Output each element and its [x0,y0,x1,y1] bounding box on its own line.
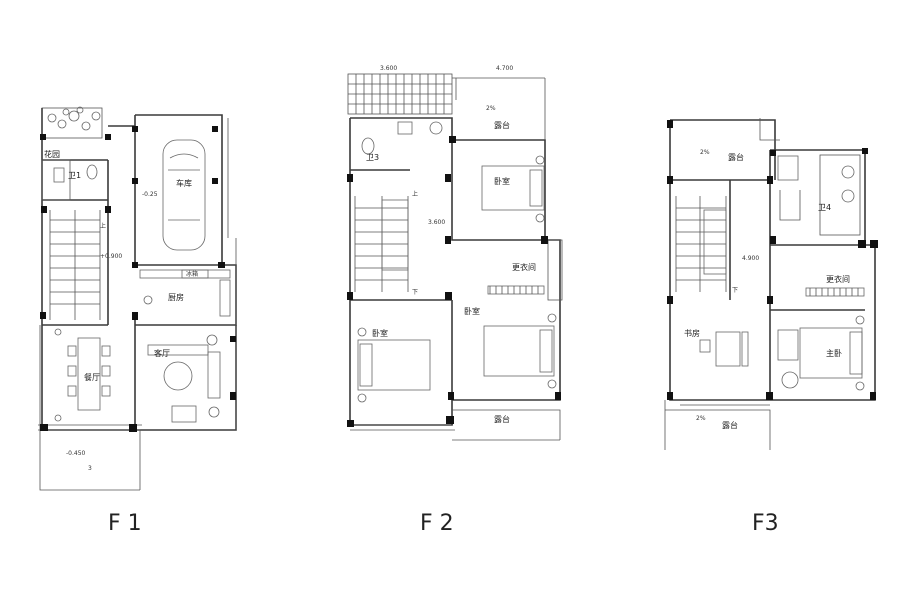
f2-walls [349,77,563,441]
room-label-living: 客厅 [154,348,170,358]
room-label-bath-1: 卫1 [68,171,81,180]
level-mark: 4.900 [742,255,759,262]
level-mark-entry: -0.450 [66,450,86,457]
f2-closet-rail [487,285,545,295]
room-label-terrace-bottom: 露台 [722,420,738,430]
f2-bed-left [357,327,431,403]
living-furniture [147,334,221,423]
garage-car [162,139,206,251]
room-label-garage: 车库 [176,178,192,188]
floor-plan-f3: 露台 卫4 更衣间 书房 主卧 露台 2% 2% 4.900 下 F3 [664,118,878,536]
garden-planting [41,106,103,139]
room-label-closet: 更衣间 [826,274,850,284]
floor-plan-f2: 卫3 露台 卧室 更衣间 卧室 卧室 露台 3.600 4.700 3.600 … [347,65,563,536]
room-label-bedroom-right: 卧室 [464,306,480,316]
floor-label-f3: F3 [752,511,779,536]
room-label-bedroom-top: 卧室 [494,176,510,186]
slope-mark-top: 2% [700,149,710,156]
f3-closet-rail [805,287,865,297]
f2-bed-right [483,313,557,389]
f2-bath-fixtures [361,121,443,155]
f3-stair [675,196,727,292]
f2-roof-tiles [347,73,453,115]
level-mark-stair: +0.900 [100,253,122,260]
f3-walls [664,118,876,450]
room-label-terrace-top: 露台 [728,152,744,162]
f2-bed-top [481,155,545,223]
f3-study-desk [699,331,749,367]
floor-label-f1: F 1 [108,511,142,536]
dining-table [54,328,111,422]
f3-columns [667,120,878,400]
door-mark: 3 [88,465,92,472]
f3-bath-fixtures [777,155,855,203]
stair-down-mark: 下 [732,287,738,294]
fridge-tag: 冰箱 [186,270,198,278]
floor-plan-f1: 花园 卫1 车库 厨房 客厅 餐厅 +0.900 -0.25 -0.450 冰箱… [38,106,237,536]
room-label-kitchen: 厨房 [168,292,184,302]
f3-master-bed [777,315,865,391]
room-label-bath-3: 卫3 [366,153,379,162]
f1-walls [38,108,237,491]
level-mark-top-right: 4.700 [496,65,513,72]
floor-label-f2: F 2 [420,511,454,536]
kitchen-counter [139,269,231,317]
room-label-bath-4: 卫4 [818,203,831,212]
level-mark-top-left: 3.600 [380,65,397,72]
stair-up-mark: 上 [412,190,418,198]
f2-columns [347,136,561,427]
f1-columns [40,126,236,432]
room-label-closet: 更衣间 [512,262,536,272]
room-label-terrace-bottom: 露台 [494,414,510,424]
room-label-study: 书房 [684,328,700,338]
room-label-garden: 花园 [44,149,60,159]
f1-stair [49,210,101,320]
room-label-master: 主卧 [826,348,842,358]
room-label-terrace-top: 露台 [494,120,510,130]
stair-up-mark: 上 [100,222,106,230]
f2-stair [354,196,409,292]
stair-down-mark: 下 [412,289,418,296]
room-label-bedroom-left: 卧室 [372,328,388,338]
f1-toilet [53,164,98,183]
level-mark-mid: 3.600 [428,219,445,226]
room-label-dining: 餐厅 [84,373,100,382]
slope-mark: 2% [486,105,496,112]
slope-mark-bottom: 2% [696,415,706,422]
level-mark-garage: -0.25 [142,191,158,198]
